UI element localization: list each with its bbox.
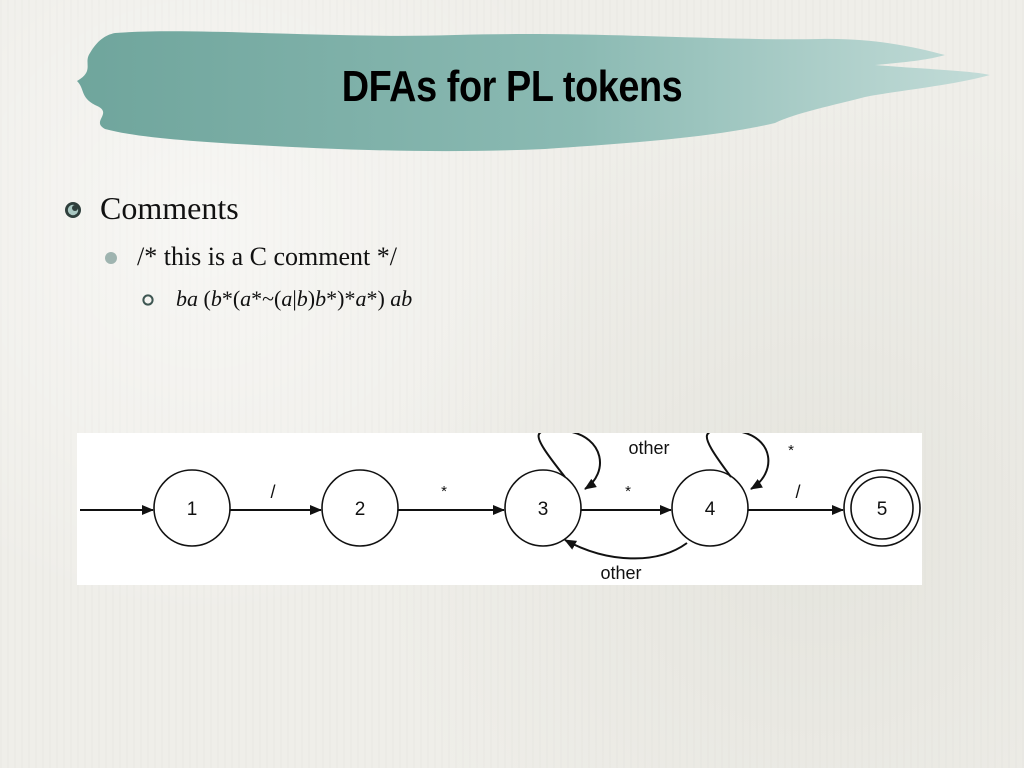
regex-part: a <box>281 286 293 311</box>
state-2: 2 <box>321 469 399 547</box>
regex-part: a <box>240 286 252 311</box>
bullet-comments: Comments <box>100 190 239 226</box>
regex-part: *) <box>366 286 391 311</box>
loop-4-label: * <box>788 442 794 459</box>
bullet-c-comment: /* this is a C comment */ <box>137 242 397 271</box>
loop-3 <box>537 433 601 490</box>
regex-part: b <box>315 286 327 311</box>
regex-part: b <box>210 286 222 311</box>
state-4: 4 <box>671 469 749 547</box>
dfa-diagram: 1 2 3 4 5 / * * / other <box>77 433 922 585</box>
regex-part: ba <box>176 286 198 311</box>
regex-part: a <box>355 286 367 311</box>
edge-4-3 <box>564 539 688 560</box>
dfa-svg: 1 2 3 4 5 / * * / other <box>80 433 921 583</box>
regex-part: ) <box>307 286 316 311</box>
regex-part: | <box>292 286 297 311</box>
edge-2-3-label: * <box>441 483 447 500</box>
regex-part: ( <box>198 286 211 311</box>
slide-title: DFAs for PL tokens <box>341 62 683 111</box>
regex-part: ab <box>390 286 413 311</box>
regex-part: *~( <box>251 286 282 311</box>
loop-4 <box>705 433 770 490</box>
regex-part: *( <box>221 286 241 311</box>
edge-3-4-label: * <box>625 483 631 500</box>
state-3-label: 3 <box>538 499 549 520</box>
regex-part: b <box>296 286 308 311</box>
regex-part: *)* <box>326 286 356 311</box>
edge-4-5-label: / <box>795 482 800 502</box>
state-2-label: 2 <box>355 499 366 520</box>
state-4-label: 4 <box>705 499 716 520</box>
state-5-accepting: 5 <box>843 469 921 547</box>
state-3: 3 <box>504 469 582 547</box>
state-1: 1 <box>153 469 231 547</box>
bullet-level1-icon <box>65 202 81 218</box>
state-5-label: 5 <box>877 499 888 520</box>
state-1-label: 1 <box>187 499 198 520</box>
edge-4-3-label: other <box>600 563 641 583</box>
loop-3-label: other <box>628 438 669 458</box>
edge-1-2-label: / <box>270 482 275 502</box>
bullet-level3-icon <box>142 294 154 306</box>
bullet-level2-icon <box>105 252 117 264</box>
title-banner <box>77 31 990 152</box>
bullet-regex: ba (b*(a*~(a|b)b*)*a*) ab <box>176 286 412 312</box>
